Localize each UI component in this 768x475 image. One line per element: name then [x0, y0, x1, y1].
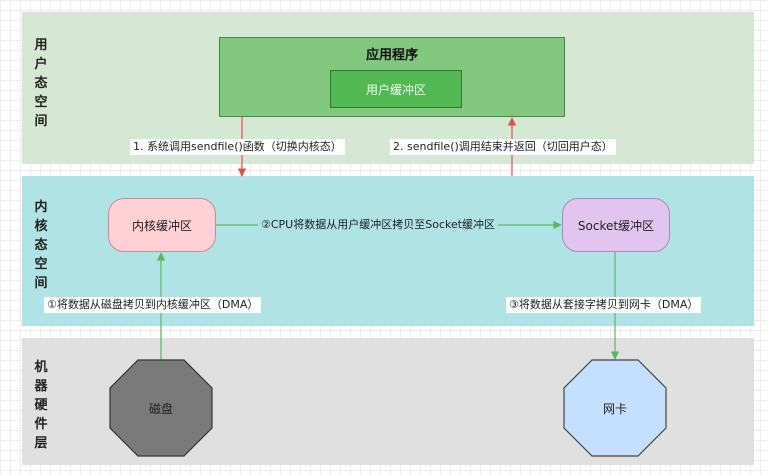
nic-label: 网卡 [602, 402, 627, 416]
label-sendfile-call: 1. 系统调用sendfile()函数（切换内核态） [130, 139, 345, 155]
hardware-label: 机器硬件层 [34, 360, 48, 451]
user-space-label: 用户态空间 [34, 38, 48, 129]
kernel-buffer-box: 内核缓冲区 [108, 198, 216, 252]
disk-label: 磁盘 [148, 402, 173, 416]
kernel-buffer-label: 内核缓冲区 [131, 218, 192, 233]
user-buffer-label: 用户缓冲区 [365, 82, 426, 97]
label-dma-nic: ③将数据从套接字拷贝到网卡（DMA） [506, 297, 702, 313]
kernel-space-label: 内核态空间 [34, 200, 48, 291]
socket-buffer-box: Socket缓冲区 [562, 198, 670, 252]
user-buffer-box: 用户缓冲区 [330, 70, 462, 108]
disk-node [109, 359, 213, 457]
app-title: 应用程序 [365, 48, 418, 63]
label-sendfile-return: 2. sendfile()调用结束并返回（切回用户态） [390, 139, 616, 155]
label-dma-disk: ①将数据从磁盘拷贝到内核缓冲区（DMA） [44, 297, 262, 313]
nic-node [563, 359, 667, 457]
label-cpu-copy: ②CPU将数据从用户缓冲区拷贝至Socket缓冲区 [258, 217, 499, 233]
socket-buffer-label: Socket缓冲区 [577, 218, 655, 233]
